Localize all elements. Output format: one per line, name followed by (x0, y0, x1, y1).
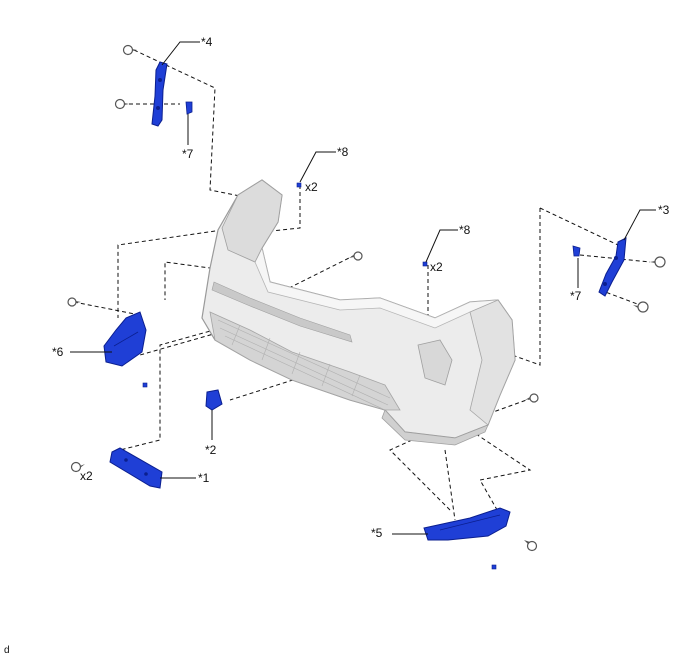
screw-icon (114, 98, 129, 110)
corner-mark: d (4, 645, 10, 656)
bumper-right-fog-recess (417, 339, 453, 386)
callout-3: *3 (658, 203, 670, 217)
screw-icon (67, 297, 81, 307)
callout-leaders (70, 41, 656, 535)
part-side-retainer-left (103, 311, 147, 367)
small-clip-icons (142, 182, 497, 570)
callout-7-right: *7 (570, 289, 582, 303)
screw-icon (524, 540, 538, 552)
callout-2: *2 (205, 443, 217, 457)
fasteners (67, 44, 666, 552)
part-tow-hook-cover (205, 389, 223, 411)
bumper-right-side (469, 299, 516, 426)
part-bracket-upper-right (598, 237, 627, 297)
part-clip-upper-right (572, 245, 581, 257)
screw-icon (525, 393, 539, 403)
callout-8-left: *8 (337, 145, 349, 159)
front-bumper-cover (201, 179, 516, 446)
part-lower-bracket-left (109, 447, 163, 489)
screw-icon (650, 256, 666, 268)
bumper-lower-lip (381, 409, 489, 446)
part-clip-upper-left (185, 101, 193, 115)
screw-icon (70, 461, 85, 473)
clip-icon (491, 564, 497, 570)
callout-6: *6 (52, 345, 64, 359)
quantity-label-clip-right: x2 (430, 260, 443, 274)
bumper-upper-grille-slot (211, 281, 353, 343)
callout-7-left: *7 (182, 147, 194, 161)
quantity-label-screw-lower: x2 (80, 469, 93, 483)
lower-grille-mesh (217, 319, 391, 411)
callout-5: *5 (371, 526, 383, 540)
clip-icon (296, 182, 302, 188)
screw-icon (633, 301, 649, 313)
dashed-installation-lines (73, 49, 651, 521)
screw-icon (349, 251, 363, 261)
clip-icon (142, 382, 148, 388)
part-lower-spoiler-right (423, 507, 511, 541)
bumper-lower-grille-area (209, 311, 401, 411)
callout-1: *1 (198, 471, 210, 485)
bumper-left-side (221, 179, 283, 263)
quantity-label-clip-left: x2 (305, 180, 318, 194)
clip-icon (422, 261, 428, 267)
callout-4: *4 (201, 35, 213, 49)
callout-8-right: *8 (459, 223, 471, 237)
screw-icon (122, 44, 137, 56)
part-bracket-upper-left (151, 61, 168, 127)
